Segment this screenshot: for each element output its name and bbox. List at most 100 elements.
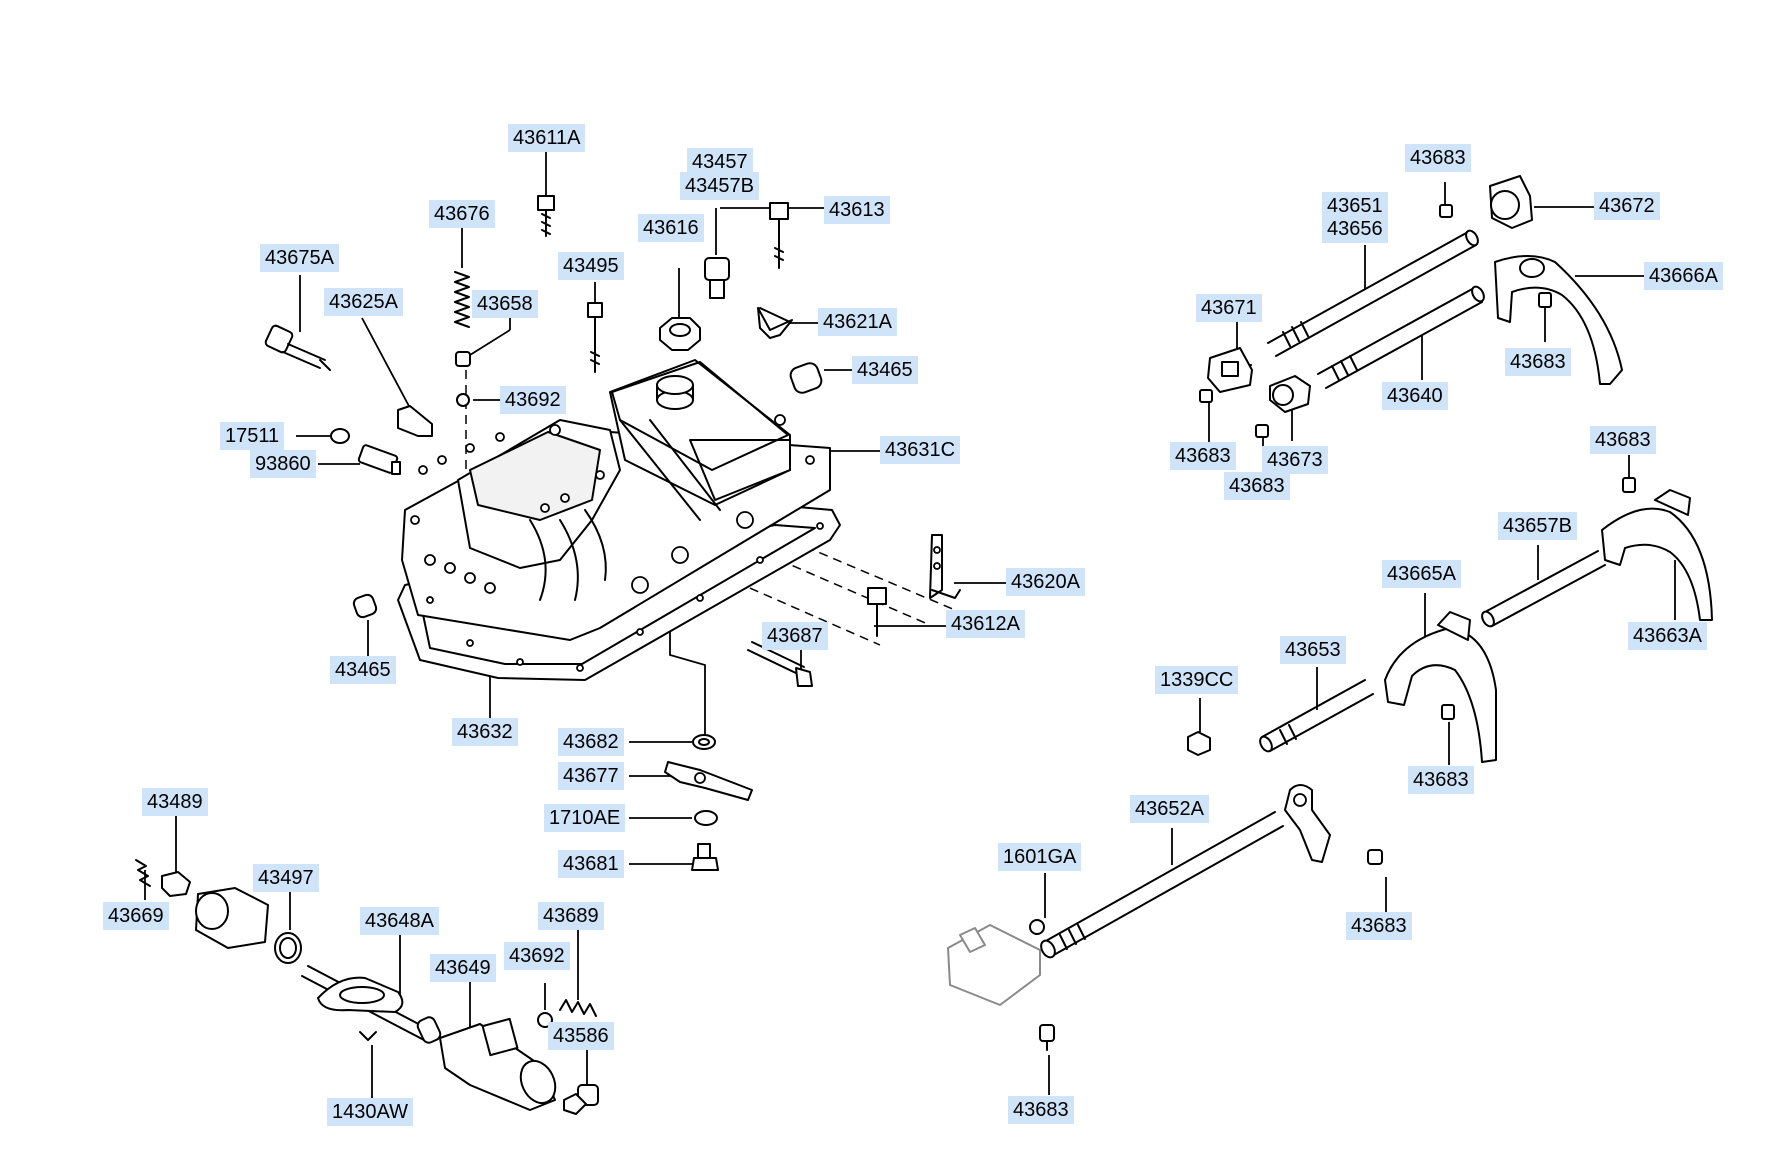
bolt-43681 (691, 843, 719, 871)
nut-1339cc (1187, 731, 1211, 756)
part-label[interactable]: 1601GA (998, 843, 1082, 871)
switch-93860 (357, 444, 401, 475)
lever-43677 (664, 761, 753, 801)
part-label[interactable]: 43692 (504, 942, 570, 970)
part-label[interactable]: 43625A (324, 288, 403, 316)
part-label[interactable]: 43683 (1590, 426, 1656, 454)
rail-43653 (1259, 679, 1374, 753)
part-label[interactable]: 43613 (824, 196, 890, 224)
detent-43683-top (1439, 204, 1453, 218)
part-label[interactable]: 43652A (1130, 795, 1209, 823)
bolt-43687 (747, 641, 813, 687)
part-label[interactable]: 43683 (1505, 348, 1571, 376)
detent-43683-left (1199, 389, 1213, 403)
part-label[interactable]: 43651 (1322, 192, 1388, 220)
part-label[interactable]: 43677 (558, 762, 624, 790)
part-label[interactable]: 43663A (1628, 622, 1707, 650)
shaft-43649 (439, 1017, 557, 1111)
part-label[interactable]: 43683 (1346, 912, 1412, 940)
bolt-43586 (563, 1084, 599, 1115)
spring-43669 (135, 859, 151, 887)
part-label[interactable]: 43687 (762, 622, 828, 650)
part-label[interactable]: 1710AE (544, 804, 626, 832)
interlock-43671 (1207, 347, 1253, 393)
rail-43651 (1267, 229, 1479, 357)
part-label[interactable]: 1339CC (1155, 666, 1239, 694)
part-label[interactable]: 43676 (429, 200, 495, 228)
part-label[interactable]: 43648A (360, 907, 439, 935)
part-label[interactable]: 43665A (1382, 560, 1461, 588)
block-43652a-ghost (947, 924, 1041, 1006)
part-label[interactable]: 43649 (430, 954, 496, 982)
part-label[interactable]: 43497 (253, 864, 319, 892)
shift-lever-43648a (301, 965, 442, 1044)
bolt-43495 (587, 302, 603, 373)
part-label[interactable]: 43689 (538, 902, 604, 930)
bolt-43613 (769, 202, 789, 269)
part-label[interactable]: 43653 (1280, 636, 1346, 664)
rail-43652a (1040, 811, 1284, 959)
part-label[interactable]: 43657B (1498, 512, 1577, 540)
part-label[interactable]: 43681 (558, 850, 624, 878)
bolt-43612a (867, 587, 887, 637)
part-label[interactable]: 43465 (852, 356, 918, 384)
part-label[interactable]: 43666A (1644, 262, 1723, 290)
part-label[interactable]: 43673 (1262, 446, 1328, 474)
oring-17511 (330, 428, 350, 444)
detent-43683-bottom (1039, 1024, 1055, 1051)
part-label[interactable]: 43682 (558, 728, 624, 756)
spring-43676 (454, 271, 470, 328)
block-43673 (1269, 375, 1311, 413)
part-label[interactable]: 43671 (1196, 294, 1262, 322)
rail-43657b (1481, 550, 1606, 628)
part-label[interactable]: 43620A (1006, 568, 1085, 596)
part-label[interactable]: 43692 (500, 386, 566, 414)
ball-1601ga (1029, 919, 1045, 935)
part-label[interactable]: 43621A (818, 308, 897, 336)
sleeve-43489 (195, 887, 269, 949)
part-label[interactable]: 43669 (103, 902, 169, 930)
part-label[interactable]: 17511 (220, 422, 285, 450)
part-label[interactable]: 43683 (1224, 472, 1290, 500)
spring-43689 (559, 999, 597, 1017)
part-label[interactable]: 43457B (680, 172, 759, 200)
part-label[interactable]: 43672 (1594, 192, 1660, 220)
part-label[interactable]: 43658 (472, 290, 538, 318)
part-label[interactable]: 43457 (687, 148, 753, 176)
detent-43683-fork2 (1441, 704, 1455, 720)
bracket-43620a (929, 534, 961, 599)
bracket-43621a (757, 307, 793, 339)
part-label[interactable]: 43640 (1382, 382, 1448, 410)
bracket-43625a (397, 405, 433, 437)
part-label[interactable]: 43683 (1008, 1096, 1074, 1124)
detent-43683-right (1622, 477, 1636, 493)
part-label[interactable]: 43489 (142, 788, 208, 816)
part-label[interactable]: 43495 (558, 252, 624, 280)
part-label[interactable]: 93860 (250, 450, 316, 478)
pin-43465-top (789, 362, 823, 394)
lever-43652a (1284, 784, 1331, 863)
part-label[interactable]: 43675A (260, 244, 339, 272)
oring-1710ae (694, 810, 718, 826)
detent-43683-lever (1367, 849, 1383, 865)
detent-43683-mid (1255, 424, 1269, 438)
part-label[interactable]: 43612A (946, 610, 1025, 638)
ring-43497 (274, 932, 302, 964)
plug-43457 (704, 257, 730, 299)
part-label[interactable]: 43631C (880, 436, 961, 464)
part-label[interactable]: 43611A (508, 124, 586, 152)
part-label[interactable]: 43683 (1170, 442, 1236, 470)
part-label[interactable]: 43656 (1322, 215, 1388, 243)
part-label[interactable]: 43683 (1408, 766, 1474, 794)
part-label[interactable]: 43632 (452, 718, 518, 746)
clip-1430aw (359, 1031, 377, 1041)
detent-43683-fork1 (1538, 292, 1552, 308)
fork-43663a (1601, 489, 1713, 621)
part-label[interactable]: 43586 (548, 1022, 614, 1050)
washer-43682 (692, 734, 716, 750)
part-label[interactable]: 43616 (638, 214, 704, 242)
part-label[interactable]: 43465 (330, 656, 396, 684)
part-label[interactable]: 43683 (1405, 144, 1471, 172)
part-label[interactable]: 1430AW (327, 1098, 413, 1126)
